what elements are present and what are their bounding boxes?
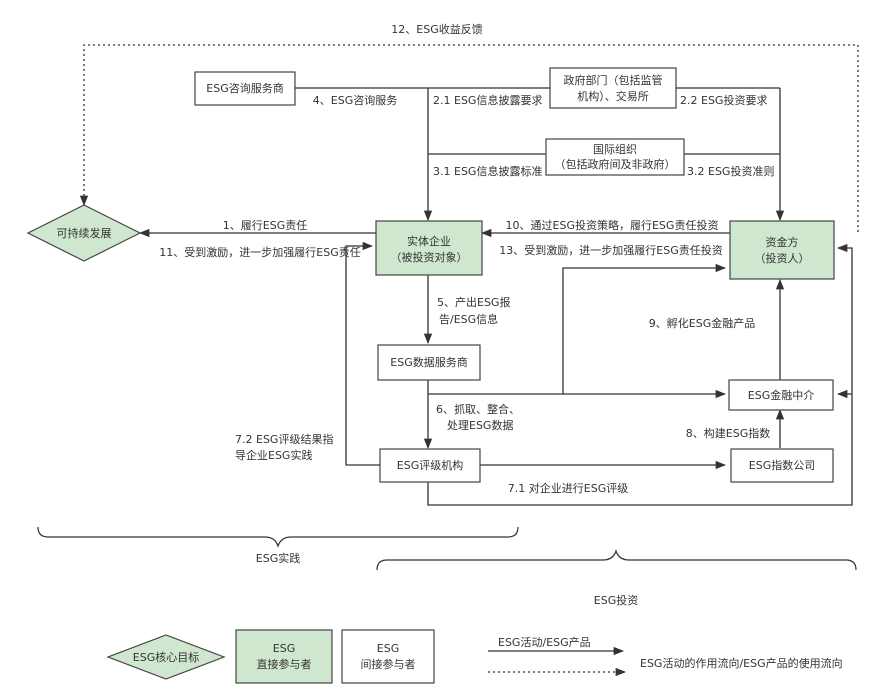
legend-activity-label: ESG活动/ESG产品 [498, 635, 591, 649]
investor-label-2: （投资人） [755, 251, 810, 265]
arrow-12-feedback [79, 44, 859, 232]
enterprise-label-2: （被投资对象） [391, 250, 468, 264]
investor-label-1: 资金方 [766, 235, 799, 249]
label-7-2-line2: 导企业ESG实践 [235, 448, 312, 462]
legend-direct-label-2: 直接参与者 [257, 657, 312, 671]
rating-agency-node [379, 448, 481, 483]
consultant-label: ESG咨询服务商 [206, 81, 283, 95]
arrow-7-1 [427, 243, 853, 506]
legend-direct-shape [235, 629, 333, 684]
financial-intermediary-node [728, 379, 834, 411]
index-company-label: ESG指数公司 [749, 458, 815, 472]
legend-core-goal-shape [106, 634, 226, 680]
label-10: 10、通过ESG投资策略，履行ESG责任投资 [506, 218, 719, 232]
legend-flow-label: ESG活动的作用流向/ESG产品的使用流向 [640, 656, 843, 670]
data-provider-node [377, 344, 481, 381]
label-7-1: 7.1 对企业进行ESG评级 [508, 481, 628, 495]
government-label-1: 政府部门（包括监管 [564, 73, 663, 87]
data-provider-label: ESG数据服务商 [390, 355, 467, 369]
intl-org-label-2: （包括政府间及非政府） [555, 157, 676, 171]
label-3-2: 3.2 ESG投资准则 [687, 164, 774, 178]
index-company-node [730, 448, 834, 483]
intl-org-label-1: 国际组织 [593, 142, 637, 156]
label-2-2: 2.2 ESG投资要求 [680, 93, 767, 107]
legend-direct-label-1: ESG [273, 642, 295, 655]
label-13: 13、受到激励，进一步加强履行ESG责任投资 [499, 243, 722, 257]
group-label-investment: ESG投资 [594, 593, 638, 607]
intl-org-node [545, 138, 685, 176]
label-9: 9、孵化ESG金融产品 [649, 316, 755, 330]
legend-indirect-label-2: 间接参与者 [361, 657, 416, 671]
enterprise-label-1: 实体企业 [407, 234, 451, 248]
arrow-13 [562, 263, 727, 394]
enterprise-node [375, 220, 483, 276]
label-3-1: 3.1 ESG信息披露标准 [433, 164, 542, 178]
rating-agency-label: ESG评级机构 [397, 458, 463, 472]
brace-practice [37, 526, 519, 548]
brace-investment [376, 549, 857, 571]
label-11: 11、受到激励，进一步加强履行ESG责任 [159, 245, 360, 259]
label-8: 8、构建ESG指数 [686, 426, 770, 440]
label-2-1: 2.1 ESG信息披露要求 [433, 93, 542, 107]
label-5-line1: 5、产出ESG报 [437, 295, 510, 309]
arrow-7-2 [345, 241, 380, 466]
legend-core-goal-label: ESG核心目标 [133, 650, 199, 664]
group-label-practice: ESG实践 [256, 551, 300, 565]
investor-node [729, 220, 835, 280]
label-1: 1、履行ESG责任 [223, 219, 307, 232]
label-5-line2: 告/ESG信息 [439, 312, 498, 326]
label-7-2-line1: 7.2 ESG评级结果指 [235, 432, 333, 446]
legend-indirect-label-1: ESG [377, 642, 399, 655]
label-12: 12、ESG收益反馈 [391, 22, 482, 36]
legend-indirect-shape [341, 629, 435, 684]
label-6-line1: 6、抓取、整合、 [436, 402, 520, 416]
sustainable-development-label: 可持续发展 [57, 226, 112, 240]
government-node [549, 67, 677, 109]
label-4: 4、ESG咨询服务 [313, 93, 397, 107]
consultant-node [194, 71, 296, 106]
sustainable-development-node [26, 204, 142, 262]
label-6-line2: 处理ESG数据 [447, 418, 513, 432]
government-label-2: 机构）、交易所 [577, 89, 649, 103]
financial-intermediary-label: ESG金融中介 [748, 388, 814, 402]
